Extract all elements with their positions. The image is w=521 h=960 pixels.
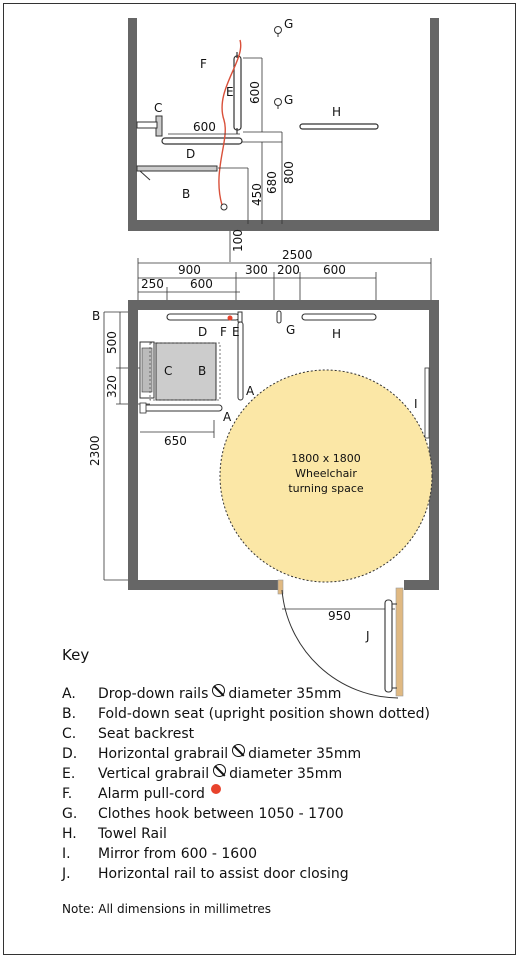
door-leaf xyxy=(395,587,404,697)
plan-bottom-wall-right xyxy=(404,580,439,590)
plan-label-h: H xyxy=(332,327,341,341)
key-item-f: F. Alarm pull-cord xyxy=(62,784,430,804)
plan-label-f: F xyxy=(220,325,227,339)
plan-towel-rail xyxy=(301,313,377,321)
elevation-right-wall xyxy=(430,18,439,231)
plan-label-j: J xyxy=(365,629,370,643)
plan-label-b-seat: B xyxy=(198,364,206,378)
plan-left-wall xyxy=(128,300,138,590)
plan-dim-600-right: 600 xyxy=(323,263,346,277)
elevation-floor xyxy=(128,220,439,231)
plan-label-c: C xyxy=(164,364,172,378)
drop-down-rail-horizontal xyxy=(141,404,223,412)
elevation-label-h: H xyxy=(332,105,341,119)
no-symbol-icon xyxy=(213,764,227,777)
plan-clothes-hook xyxy=(276,310,282,324)
elevation-dim-450: 450 xyxy=(250,183,264,206)
elevation-dim-100: 100 xyxy=(231,229,245,252)
turning-space-line-3: turning space xyxy=(288,482,364,495)
key-item-g: G. Clothes hook between 1050 - 1700 xyxy=(62,806,344,822)
plan-dim-2300: 2300 xyxy=(88,435,102,466)
elevation-dim-680: 680 xyxy=(265,171,279,194)
plan-label-e: E xyxy=(232,325,240,339)
elevation-label-c: C xyxy=(154,101,162,115)
no-symbol-icon xyxy=(232,744,246,757)
key-item-d: D. Horizontal grabrail diameter 35mm xyxy=(62,744,362,762)
turning-space-line-1: 1800 x 1800 xyxy=(291,452,361,465)
alarm-pull-cord-dot xyxy=(227,315,233,321)
plan-label-a-vertical: A xyxy=(246,384,255,398)
key-item-c: C. Seat backrest xyxy=(62,726,195,742)
plan-dim-300: 300 xyxy=(245,263,268,277)
elevation-dim-800: 800 xyxy=(282,161,296,184)
plan-dim-900: 900 xyxy=(178,263,201,277)
plan-right-wall xyxy=(429,300,439,590)
elevation-hook-icon xyxy=(274,26,282,37)
door-swing-arc xyxy=(281,589,399,699)
plan-dim-320: 320 xyxy=(105,375,119,398)
key-item-i: I. Mirror from 600 - 1600 xyxy=(62,846,258,862)
elevation-dim-600-horizontal: 600 xyxy=(193,120,216,134)
key-item-e: E. Vertical grabrail diameter 35mm xyxy=(62,764,343,782)
no-symbol-icon xyxy=(212,684,226,697)
page-border xyxy=(3,3,516,955)
key-list: A. Drop-down rails diameter 35mm B. Fold… xyxy=(62,684,430,884)
elevation-hook-icon xyxy=(274,98,282,109)
plan-label-b-top: B xyxy=(92,309,100,323)
key-item-h: H. Towel Rail xyxy=(62,826,167,842)
plan-label-i: I xyxy=(414,397,418,411)
plan-dim-600-left: 600 xyxy=(190,277,213,291)
plan-top-wall xyxy=(128,300,439,310)
drop-down-rail-vertical xyxy=(237,321,244,401)
key-title: Key xyxy=(62,646,90,664)
elevation-label-g: G xyxy=(284,93,293,107)
elevation-alarm-cord xyxy=(218,39,242,206)
elevation-label-d: D xyxy=(186,147,195,161)
plan-view: 1800 x 1800 Wheelchair turning space B D… xyxy=(88,248,439,699)
red-dot-icon xyxy=(210,784,221,794)
key-item-b: B. Fold-down seat (upright position show… xyxy=(62,706,430,722)
key-item-j: J. Horizontal rail to assist door closin… xyxy=(62,866,349,882)
plan-dim-250: 250 xyxy=(141,277,164,291)
plan-dim-950: 950 xyxy=(328,609,351,623)
elevation-view: F E C D B G G H 600 600 680 800 450 100 xyxy=(128,17,439,262)
plan-label-g: G xyxy=(286,323,295,337)
plan-dim-2500: 2500 xyxy=(282,248,313,262)
elevation-towel-rail xyxy=(299,123,379,130)
plan-label-d: D xyxy=(198,325,207,339)
door-closing-rail xyxy=(384,599,393,693)
turning-space-line-2: Wheelchair xyxy=(295,467,357,480)
dimensions-note: Note: All dimensions in millimetres xyxy=(62,902,272,916)
elevation-label-f: F xyxy=(200,57,207,71)
mirror xyxy=(424,367,430,439)
plan-dim-650: 650 xyxy=(164,434,187,448)
elevation-dim-600-vertical: 600 xyxy=(248,81,262,104)
elevation-fold-down-seat xyxy=(136,165,218,172)
plan-dim-200: 200 xyxy=(277,263,300,277)
elevation-left-wall xyxy=(128,18,137,231)
elevation-label-b: B xyxy=(182,187,190,201)
elevation-horizontal-grabrail xyxy=(161,137,243,145)
plan-dim-500: 500 xyxy=(105,331,119,354)
key-item-a: A. Drop-down rails diameter 35mm xyxy=(62,684,342,702)
door-frame-left xyxy=(277,579,284,595)
wheelchair-turning-space xyxy=(219,369,433,583)
elevation-label-g-top: G xyxy=(284,17,293,31)
plan-bottom-wall-left xyxy=(128,580,278,590)
elevation-label-e: E xyxy=(226,85,234,99)
plan-label-a-horizontal: A xyxy=(223,410,232,424)
